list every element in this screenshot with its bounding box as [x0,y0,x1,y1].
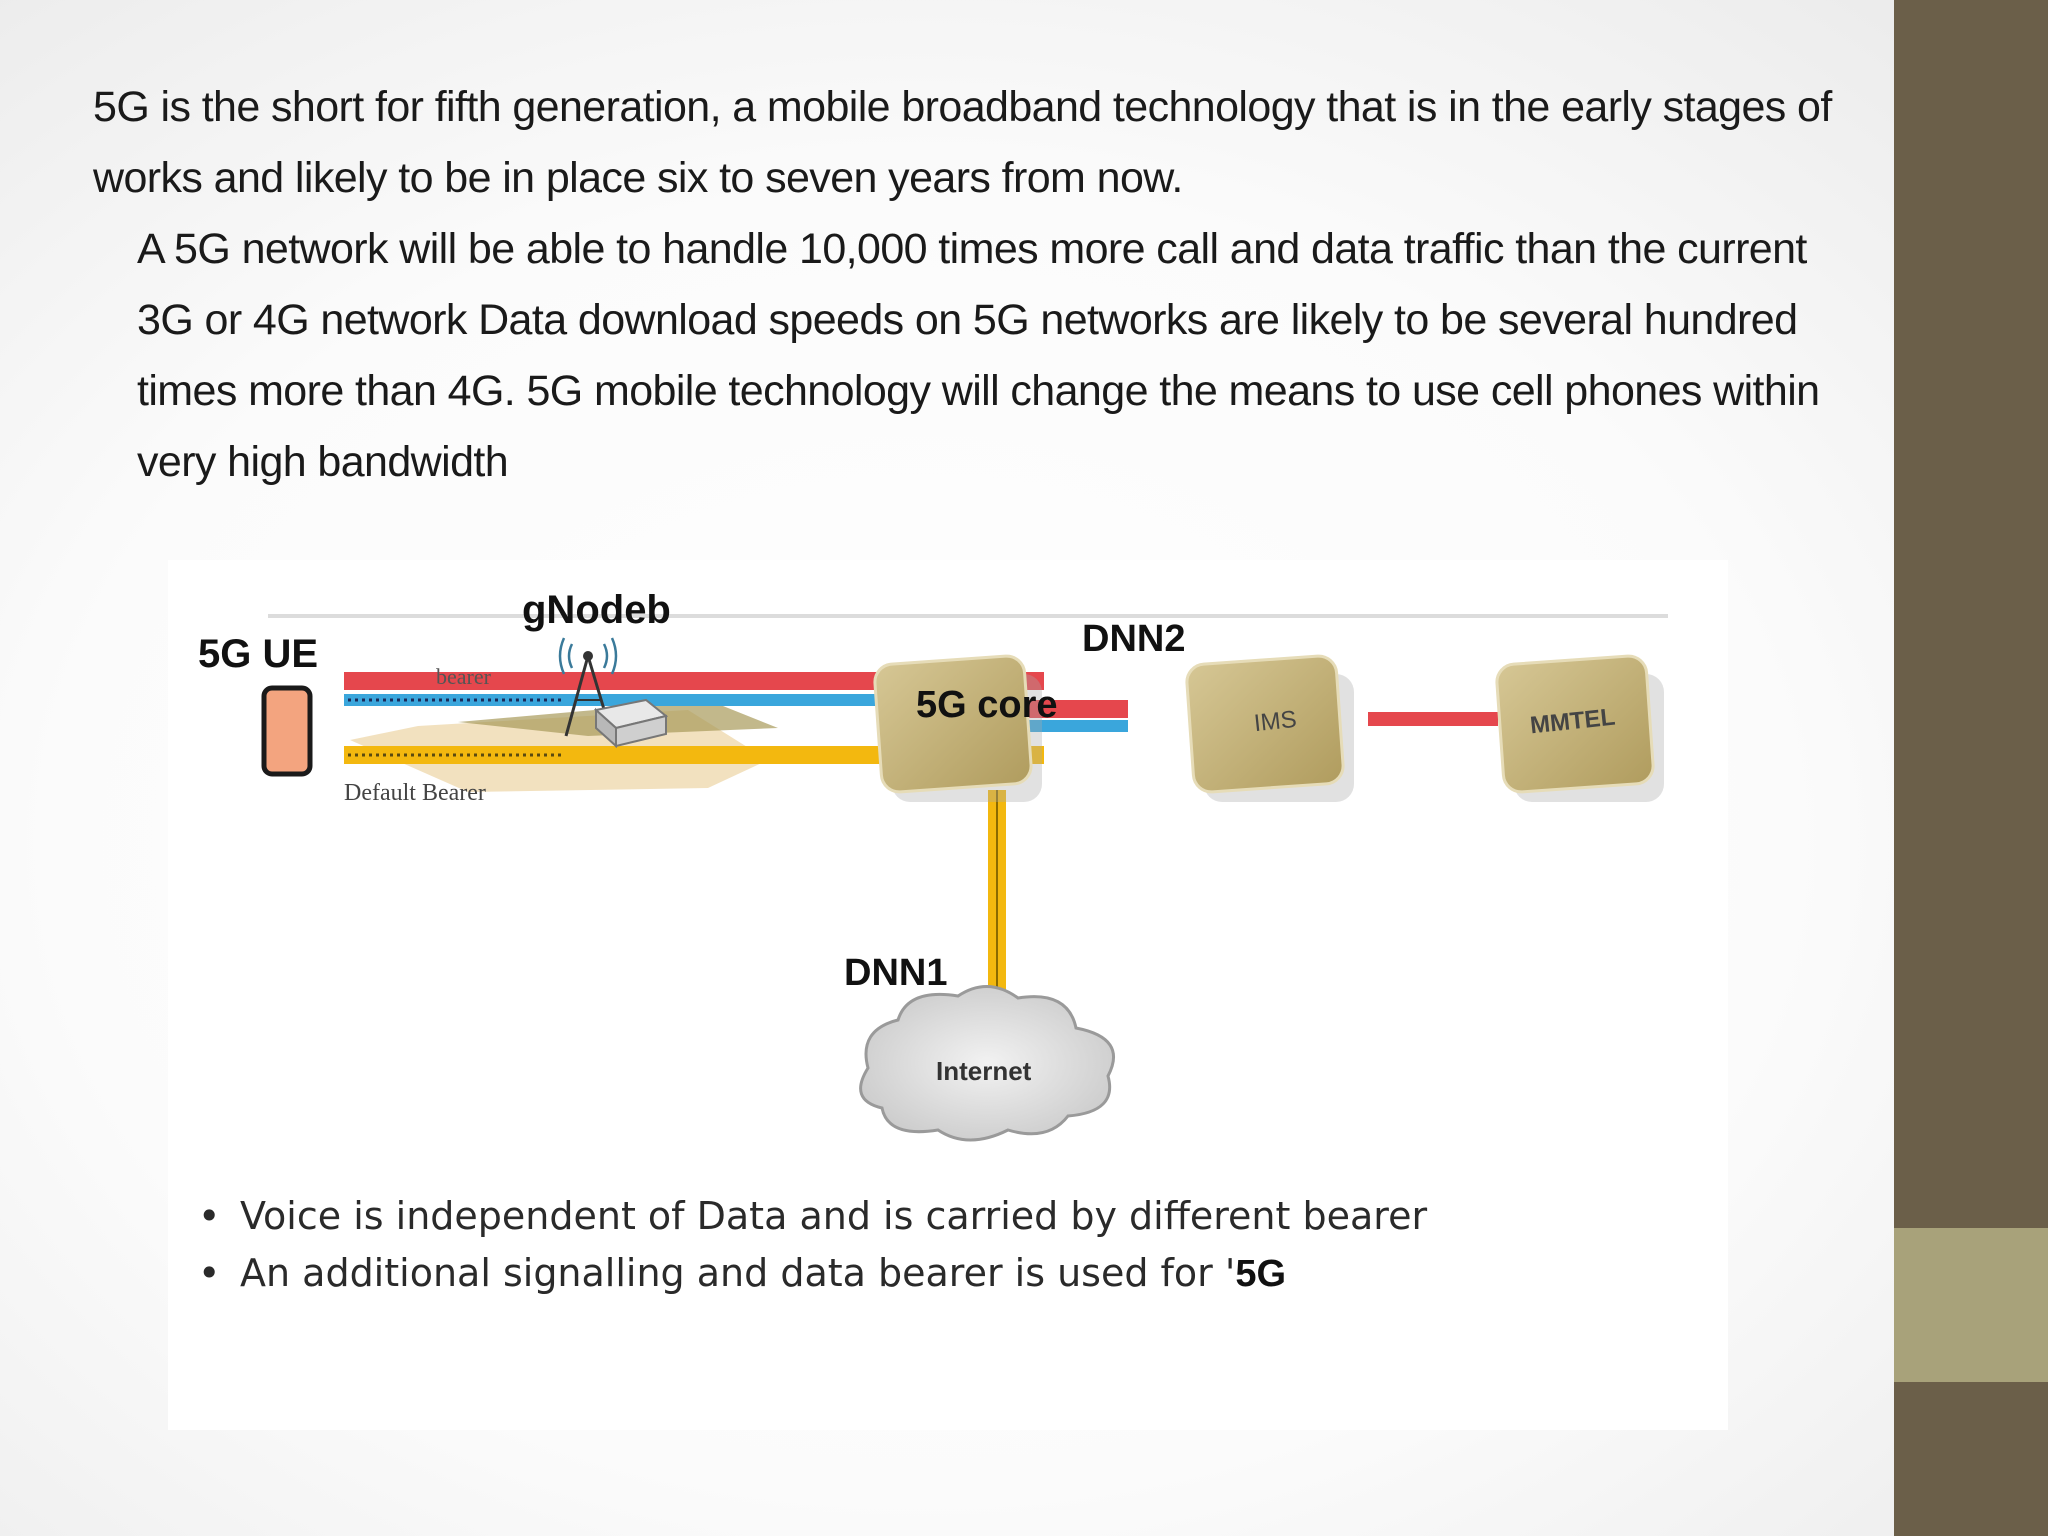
phone-icon [261,685,313,777]
core-node [873,654,1042,802]
diagram-bullet-list: Voice is independent of Data and is carr… [198,1188,1427,1302]
ims-mmtel-link [1368,712,1498,726]
paragraph-capacity: A 5G network will be able to handle 10,0… [137,225,1820,486]
sidebar-accent-block [1894,1228,2048,1382]
dnn2-label: DNN2 [1082,618,1186,660]
base-station-icon [593,698,669,749]
dnn1-label: DNN1 [844,952,948,994]
bearer-label: bearer [436,664,491,689]
network-diagram-figure: 5G UE gNodeb bearer Default Bearer 5G co… [168,560,1728,1430]
voice-bearer-line [344,672,1044,690]
network-diagram [261,614,1668,1142]
ue-label: 5G UE [198,632,319,676]
internet-label: Internet [936,1056,1032,1086]
internet-cloud-icon [859,985,1116,1142]
ims-node [1185,654,1354,802]
default-bearer-label: Default Bearer [344,780,486,806]
signalling-bearer-line [344,694,904,706]
ims-label: IMS [1252,705,1298,738]
core-label: 5G core [916,684,1058,726]
gnodeb-label: gNodeb [522,588,671,632]
bullet-item: Voice is independent of Data and is carr… [198,1188,1427,1245]
mmtel-node [1495,654,1664,802]
slide: 5G is the short for fifth generation, a … [0,0,1894,1536]
paragraph-intro: 5G is the short for fifth generation, a … [93,83,1832,202]
slide-body-text: 5G is the short for fifth generation, a … [93,72,1853,498]
data-bearer-line [344,746,1044,764]
bullet-item: An additional signalling and data bearer… [198,1245,1427,1302]
